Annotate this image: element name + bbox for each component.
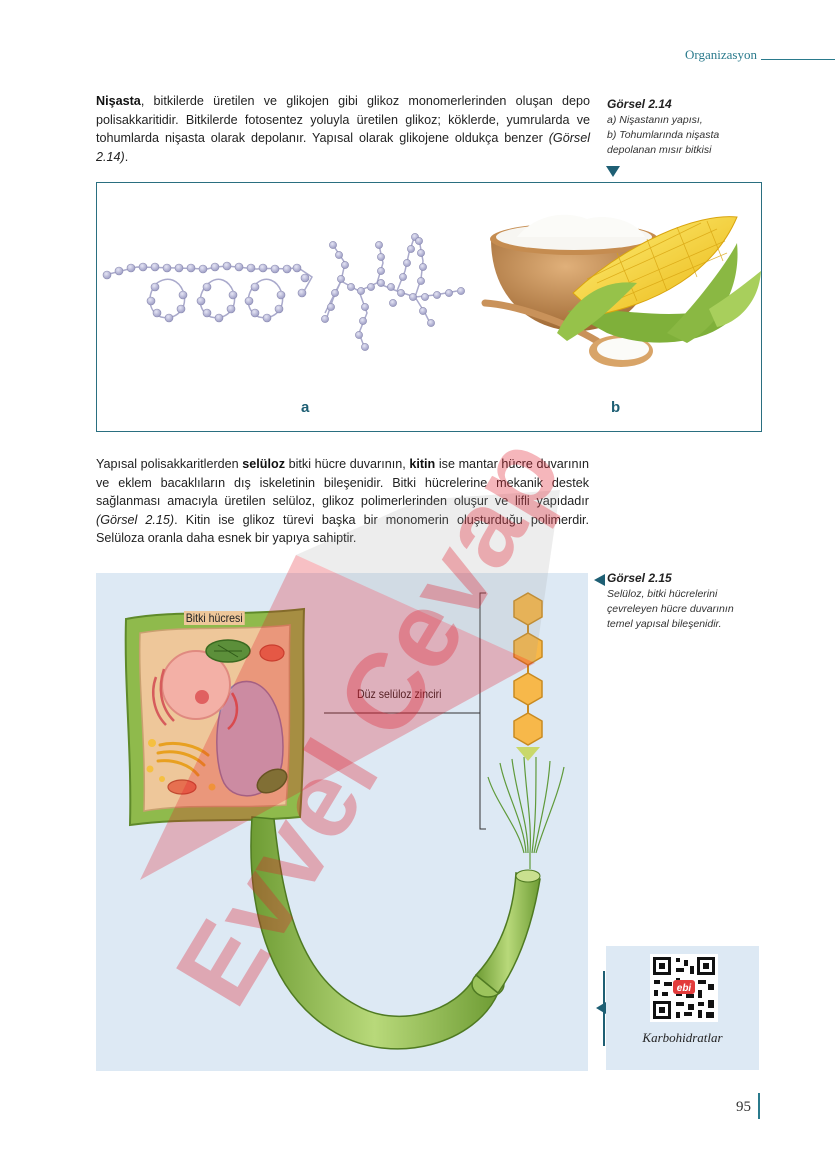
header-rule — [761, 59, 835, 60]
para1-end: . — [124, 149, 129, 164]
qr-side-rule — [603, 971, 605, 1046]
amylopectin-beads — [321, 233, 465, 351]
page-number: 95 — [736, 1099, 751, 1115]
term-starch: Nişasta — [96, 94, 141, 108]
caption-pointer-down-icon — [606, 166, 620, 177]
caption-2-15: Görsel 2.15 Selüloz, bitki hücrelerini ç… — [607, 571, 767, 632]
chain-label: Düz selüloz zinciri — [357, 687, 442, 701]
term-chitin: kitin — [409, 457, 436, 471]
wooden-spoon-icon — [481, 299, 653, 367]
page-number-bar — [758, 1093, 760, 1119]
caption-2-14: Görsel 2.14 a) Nişastanın yapısı, b) Toh… — [607, 97, 767, 158]
glucose-chain — [513, 592, 543, 746]
caption-2-14-b2: depolanan mısır bitkisi — [607, 144, 712, 156]
qr-badge: ebi — [677, 983, 692, 994]
para2-text-4: . Kitin ise glikoz türevi başka bir mono… — [96, 512, 589, 546]
para2-text-3: ise mantar hücre duvarının ve eklem baca… — [96, 457, 589, 508]
qr-code-icon[interactable]: ebi — [650, 954, 718, 1022]
figure-2-14: a b — [96, 182, 762, 432]
caption-pointer-left-icon — [594, 574, 605, 586]
plant-cell — [124, 607, 306, 827]
microfibrils — [487, 756, 565, 869]
para1-ref: (Görsel 2.14) — [96, 131, 590, 164]
paragraph-starch: Nişasta, bitkilerde üretilen ve glikojen… — [96, 92, 590, 166]
caption-2-15-line3: temel yapısal bileşenidir. — [607, 618, 722, 630]
bracket — [479, 592, 486, 830]
caption-2-14-title: Görsel 2.14 — [607, 97, 672, 111]
cell-label: Bitki hücresi — [184, 611, 245, 625]
corn-cob-icon — [557, 216, 761, 343]
starch-structure-illustration — [102, 214, 761, 367]
caption-2-15-title: Görsel 2.15 — [607, 571, 672, 585]
figure-label-a: a — [301, 399, 310, 416]
para1-text: , bitkilerde üretilen ve glikojen gibi g… — [96, 94, 590, 145]
qr-caption: Karbohidratlar — [642, 1030, 723, 1045]
amylose-beads — [102, 261, 310, 323]
para2-ref: (Görsel 2.15) — [96, 512, 175, 527]
para2-text-2: bitki hücre duvarının, — [285, 457, 410, 471]
arrow-down-icon — [516, 747, 540, 761]
plant-cell-illustration — [124, 592, 565, 1050]
caption-2-14-b1: b) Tohumlarında nişasta — [607, 129, 720, 141]
caption-2-15-line1: Selüloz, bitki hücrelerini — [607, 588, 718, 600]
qr-panel: ebi Karbohidratlar — [606, 946, 759, 1070]
term-cellulose: selüloz — [242, 457, 285, 471]
figure-2-15: Bitki hücresi Düz selüloz zinciri — [96, 573, 588, 1071]
paragraph-cellulose: Yapısal polisakkaritlerden selüloz bitki… — [96, 455, 589, 548]
para2-text-1: Yapısal polisakkaritlerden — [96, 457, 243, 471]
caption-2-15-line2: çevreleyen hücre duvarının — [607, 603, 734, 615]
figure-label-b: b — [611, 399, 621, 416]
section-title: Organizasyon — [685, 47, 757, 62]
caption-2-14-a: a) Nişastanın yapısı, — [607, 114, 703, 126]
